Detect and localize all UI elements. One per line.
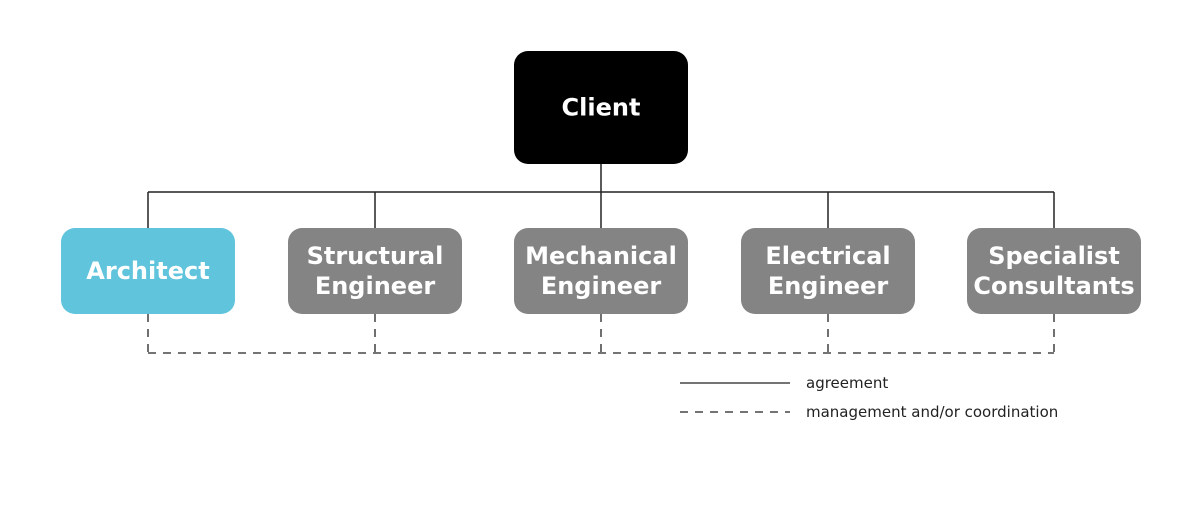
- node-architect: Architect: [61, 228, 235, 314]
- legend-dashed-label: management and/or coordination: [806, 403, 1058, 421]
- node-architect-label: Architect: [86, 257, 209, 285]
- node-client-box: [514, 51, 688, 164]
- node-structural-engineer-label: Structural: [307, 242, 444, 270]
- node-specialist-consultants-label: Consultants: [973, 272, 1134, 300]
- node-client: Client: [514, 51, 688, 164]
- node-electrical-engineer-label: Engineer: [768, 272, 889, 300]
- node-client-label: Client: [562, 94, 641, 122]
- node-mechanical-engineer-box: [514, 228, 688, 314]
- connector-lines: [147, 164, 1055, 354]
- node-electrical-engineer-box: [741, 228, 915, 314]
- diagram-nodes: ClientArchitectStructuralEngineerMechani…: [61, 51, 1141, 314]
- legend-solid-label: agreement: [806, 374, 888, 392]
- node-mechanical-engineer-label: Mechanical: [525, 242, 677, 270]
- node-architect-box: [61, 228, 235, 314]
- node-specialist-consultants-box: [967, 228, 1141, 314]
- node-electrical-engineer-label: Electrical: [765, 242, 890, 270]
- node-mechanical-engineer-label: Engineer: [541, 272, 662, 300]
- legend: agreement management and/or coordination: [680, 374, 1058, 421]
- node-specialist-consultants-label: Specialist: [988, 242, 1120, 270]
- node-structural-engineer-box: [288, 228, 462, 314]
- node-structural-engineer-label: Engineer: [315, 272, 436, 300]
